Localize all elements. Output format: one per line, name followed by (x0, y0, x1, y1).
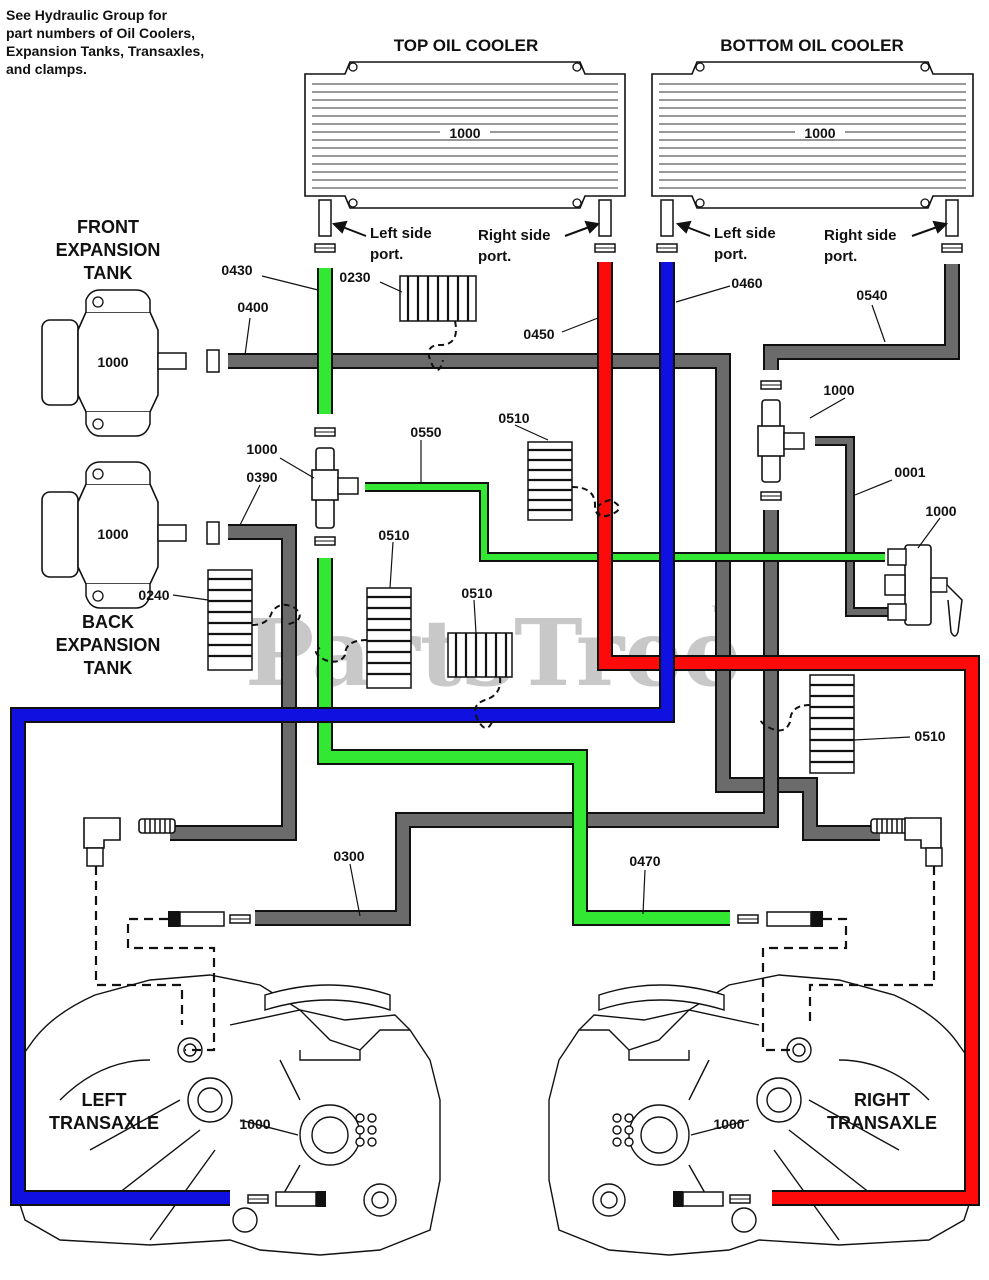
part-0300: 0300 (333, 848, 364, 864)
top-oil-cooler-title: TOP OIL COOLER (394, 36, 539, 55)
bottom-cooler-right-port-2: port. (824, 248, 857, 265)
left-transaxle (11, 974, 441, 1256)
part-0540: 0540 (856, 287, 887, 303)
hose-blue (10, 262, 675, 1206)
front-expansion-tank (41, 289, 220, 437)
hydraulic-group-note: See Hydraulic Group for part numbers of … (6, 7, 205, 77)
right-transaxle-title-1: RIGHT (854, 1090, 910, 1110)
top-cooler-right-port-2: port. (478, 248, 511, 265)
right-elbow-fitting (808, 817, 943, 1025)
clamp-0240 (207, 569, 301, 671)
left-transaxle-title-2: TRANSAXLE (49, 1113, 159, 1133)
bottom-oil-cooler (651, 61, 974, 237)
part-0230: 0230 (339, 269, 370, 285)
part-0400: 0400 (237, 299, 268, 315)
top-oil-cooler (304, 61, 626, 237)
part-1000-right-tee: 1000 (823, 382, 854, 398)
bottom-cooler-left-port-1: Left side (714, 225, 776, 242)
part-0510-c: 0510 (461, 585, 492, 601)
right-transaxle-title-2: TRANSAXLE (827, 1113, 937, 1133)
part-1000-left-tee: 1000 (246, 441, 277, 457)
part-0510-b: 0510 (378, 527, 409, 543)
top-cooler-left-port-1: Left side (370, 225, 432, 242)
part-0550: 0550 (410, 424, 441, 440)
top-cooler-right-port-1: Right side (478, 227, 551, 244)
leader-lines (172, 275, 941, 917)
part-0460: 0460 (731, 275, 762, 291)
part-0430: 0430 (221, 262, 252, 278)
part-0001: 0001 (894, 464, 925, 480)
back-tank-title-1: BACK (82, 612, 134, 632)
clamp-0510-c (447, 632, 513, 729)
part-1000-back-tank: 1000 (97, 526, 128, 542)
tee-fitting-left (311, 427, 359, 546)
right-bottom-fitting (673, 1191, 751, 1207)
part-0470: 0470 (629, 853, 660, 869)
bottom-oil-cooler-title: BOTTOM OIL COOLER (720, 36, 904, 55)
part-1000-left-transaxle: 1000 (239, 1116, 270, 1132)
clamp-0510-b (315, 587, 412, 689)
clamp-0510-d (760, 674, 855, 774)
part-0450: 0450 (523, 326, 554, 342)
clamp-0510-a (527, 441, 620, 521)
clamp-0230 (399, 275, 477, 371)
hose-red (597, 262, 980, 1206)
port-arrows (331, 220, 949, 237)
back-tank-title-3: TANK (84, 658, 133, 678)
part-1000-right-transaxle: 1000 (713, 1116, 744, 1132)
back-expansion-tank (41, 461, 220, 609)
part-1000-bottom-cooler: 1000 (804, 125, 835, 141)
right-transaxle (548, 974, 978, 1256)
part-1000-front-tank: 1000 (97, 354, 128, 370)
hoses-gray (170, 264, 960, 926)
left-transaxle-title-1: LEFT (82, 1090, 127, 1110)
part-1000-top-cooler: 1000 (449, 125, 480, 141)
part-0240: 0240 (138, 587, 169, 603)
right-straight-fitting (737, 911, 848, 1052)
top-cooler-left-port-2: port. (370, 246, 403, 263)
back-tank-title-2: EXPANSION (56, 635, 161, 655)
bottom-cooler-right-port-1: Right side (824, 227, 897, 244)
part-0390: 0390 (246, 469, 277, 485)
front-tank-title-2: EXPANSION (56, 240, 161, 260)
left-bottom-fitting (247, 1191, 326, 1207)
left-elbow-fitting (83, 817, 184, 1025)
left-straight-fitting (126, 911, 251, 1052)
front-tank-title-1: FRONT (77, 217, 139, 237)
part-0510-a: 0510 (498, 410, 529, 426)
hoses-green (317, 268, 885, 926)
bottom-cooler-left-port-2: port. (714, 246, 747, 263)
front-tank-title-3: TANK (84, 263, 133, 283)
part-1000-drain-valve: 1000 (925, 503, 956, 519)
tee-fitting-right (757, 380, 805, 501)
drain-valve (884, 544, 963, 637)
part-0510-d: 0510 (914, 728, 945, 744)
